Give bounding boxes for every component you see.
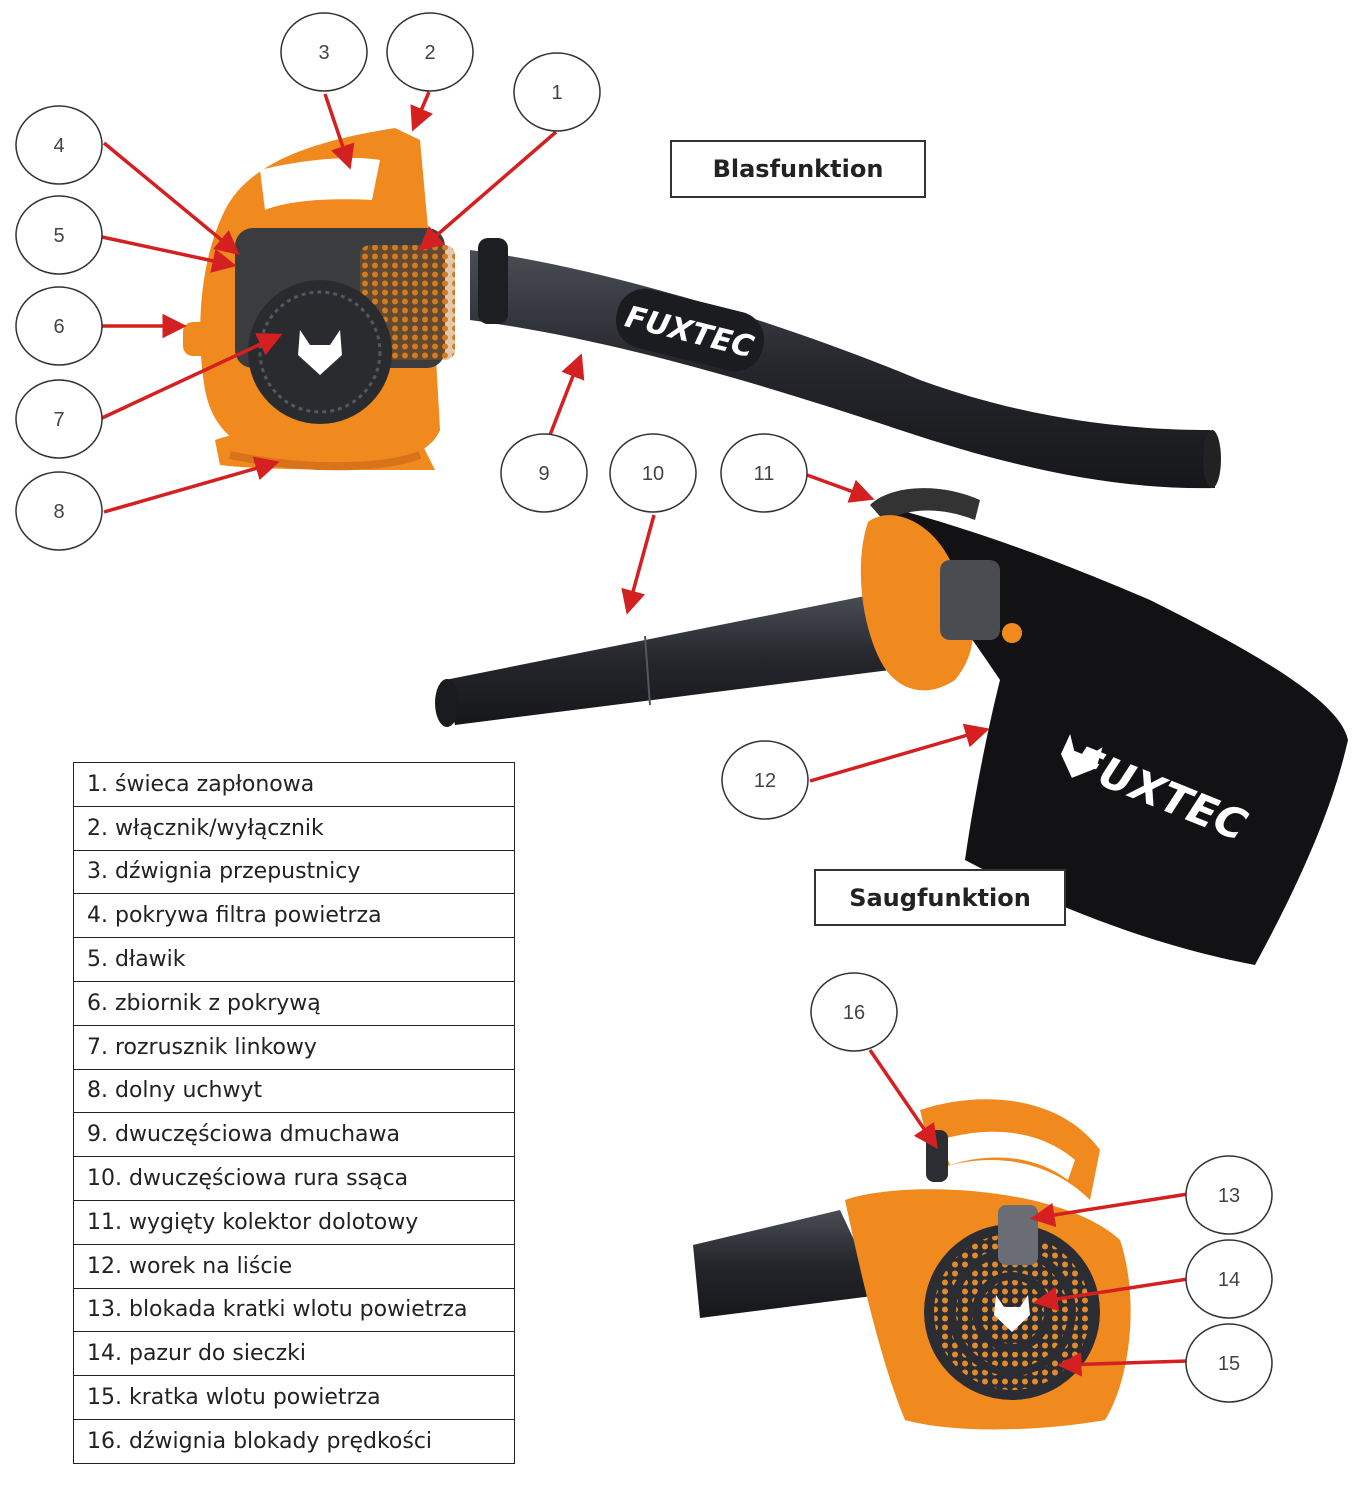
table-row: 12. worek na liście [73, 1243, 515, 1289]
callout-3-text: 3 [318, 42, 329, 64]
legend-item: 1. świeca zapłonowa [73, 762, 515, 807]
callout-10 [609, 433, 697, 513]
callout-5 [15, 195, 103, 275]
callout-7 [15, 379, 103, 459]
callout-13-text: 13 [1218, 1185, 1240, 1207]
callout-arrows [101, 91, 1189, 1377]
table-row: 10. dwuczęściowa rura ssąca [73, 1156, 515, 1201]
table-row: 7. rozrusznik linkowy [73, 1024, 515, 1070]
callout-4-text: 4 [53, 135, 64, 157]
table-row: 4. pokrywa filtra powietrza [73, 893, 515, 939]
callout-16-text: 16 [843, 1002, 865, 1024]
legend-item: 4. pokrywa filtra powietrza [73, 893, 515, 939]
table-row: 6. zbiornik z pokrywą [73, 980, 515, 1026]
callout-12-text: 12 [754, 770, 776, 792]
callout-9 [500, 433, 588, 513]
legend-item: 7. rozrusznik linkowy [73, 1024, 515, 1070]
callout-2-text: 2 [424, 42, 435, 64]
callout-15-text: 15 [1218, 1353, 1240, 1375]
callout-numbers: 1 2 3 4 5 6 7 8 9 10 11 12 13 14 15 16 [53, 42, 1240, 1375]
legend-item: 12. worek na liście [73, 1243, 515, 1289]
legend-item: 9. dwuczęściowa dmuchawa [73, 1112, 515, 1158]
table-row: 8. dolny uchwyt [73, 1068, 515, 1114]
callout-7-text: 7 [53, 409, 64, 431]
callout-12 [721, 740, 809, 820]
blower-intake-view [693, 1099, 1131, 1430]
legend-item: 13. blokada kratki wlotu powietrza [73, 1287, 515, 1333]
legend-item: 2. włącznik/wyłącznik [73, 805, 515, 851]
table-row: 2. włącznik/wyłącznik [73, 805, 515, 851]
callout-8-text: 8 [53, 501, 64, 523]
callout-2 [386, 12, 474, 92]
table-row: 13. blokada kratki wlotu powietrza [73, 1287, 515, 1333]
callouts [15, 12, 1273, 1403]
callout-13 [1185, 1155, 1273, 1235]
callout-14 [1185, 1239, 1273, 1319]
legend-item: 10. dwuczęściowa rura ssąca [73, 1156, 515, 1201]
callout-1-text: 1 [551, 82, 562, 104]
table-row: 15. kratka wlotu powietrza [73, 1375, 515, 1420]
legend-item: 16. dźwignia blokady prędkości [73, 1418, 515, 1464]
suction-tube [445, 595, 890, 725]
table-row: 3. dźwignia przepustnicy [73, 849, 515, 895]
legend-item: 6. zbiornik z pokrywą [73, 980, 515, 1026]
callout-5-text: 5 [53, 225, 64, 247]
blow-tube [470, 250, 1215, 489]
callout-15 [1185, 1323, 1273, 1403]
table-row: 16. dźwignia blokady prędkości [73, 1418, 515, 1464]
legend-item: 8. dolny uchwyt [73, 1068, 515, 1114]
suction-mode-label: Saugfunktion [814, 869, 1066, 926]
callout-6 [15, 286, 103, 366]
table-row: 5. dławik [73, 937, 515, 982]
table-row: 14. pazur do sieczki [73, 1331, 515, 1377]
callout-11 [720, 433, 808, 513]
blower-suction-mode: FUXTEC [435, 488, 1348, 965]
callout-14-text: 14 [1218, 1269, 1240, 1291]
callout-4 [15, 105, 103, 185]
legend-item: 5. dławik [73, 937, 515, 982]
table-row: 1. świeca zapłonowa [73, 762, 515, 807]
callout-3 [280, 12, 368, 92]
parts-legend-table: 1. świeca zapłonowa 2. włącznik/wyłączni… [73, 762, 515, 1464]
callout-6-text: 6 [53, 316, 64, 338]
legend-item: 14. pazur do sieczki [73, 1331, 515, 1377]
callout-1 [513, 52, 601, 132]
legend-item: 11. wygięty kolektor dolotowy [73, 1199, 515, 1245]
legend-item: 3. dźwignia przepustnicy [73, 849, 515, 895]
callout-11-text: 11 [754, 463, 775, 485]
callout-8 [15, 471, 103, 551]
callout-16 [810, 972, 898, 1052]
legend-item: 15. kratka wlotu powietrza [73, 1375, 515, 1420]
callout-10-text: 10 [642, 463, 664, 485]
table-row: 11. wygięty kolektor dolotowy [73, 1199, 515, 1245]
callout-9-text: 9 [538, 463, 549, 485]
table-row: 9. dwuczęściowa dmuchawa [73, 1112, 515, 1158]
blower-blow-mode: FUXTEC [183, 128, 1221, 489]
blow-mode-label: Blasfunktion [670, 140, 926, 198]
